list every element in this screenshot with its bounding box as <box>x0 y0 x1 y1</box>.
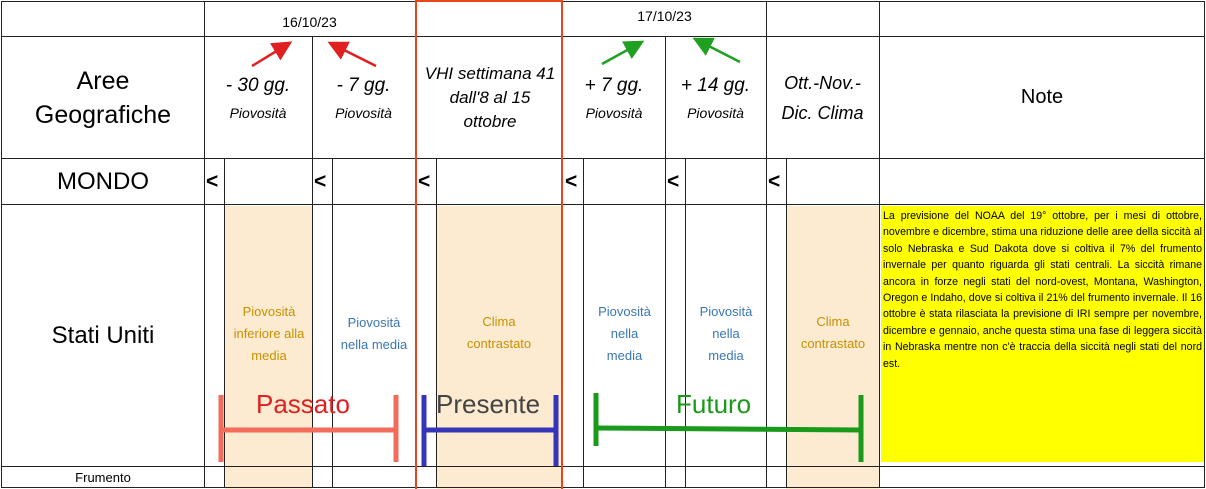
usa-cell-3: Clima contrastato <box>466 314 532 351</box>
mondo-mark-3: < <box>418 170 431 193</box>
present-column-highlight <box>415 0 563 489</box>
header-date-left: 16/10/23 <box>282 14 337 30</box>
header-date-right: 17/10/23 <box>637 8 692 24</box>
row-frumento-label: Frumento <box>75 469 131 485</box>
timeline-present-label: Presente <box>436 389 541 419</box>
mondo-mark-1: < <box>206 170 219 193</box>
arrow-red-left <box>251 41 293 68</box>
header-col1: - 30 gg. Piovosità <box>225 74 291 121</box>
header-col6-clima: Ott.-Nov.-Dic. Clima <box>781 72 864 123</box>
present-bracket <box>421 395 559 466</box>
shade-col1 <box>225 206 312 489</box>
usa-cell-5: Piovosità nella media <box>699 304 753 363</box>
arrow-red-right <box>327 41 377 68</box>
row-mondo-label: MONDO <box>57 167 149 195</box>
header-col4: + 7 gg. Piovosità <box>584 74 644 121</box>
usa-cell-2: Piovosità nella media <box>340 315 408 352</box>
mondo-mark-2: < <box>314 170 327 193</box>
arrow-green-right <box>692 37 741 64</box>
usa-note-text: La previsione del NOAA del 19° ottobre, … <box>881 206 1204 462</box>
header-aree-geografiche: Aree Geografiche <box>34 66 172 129</box>
mondo-mark-6: < <box>768 170 781 193</box>
row-usa-label: Stati Uniti <box>51 321 155 349</box>
header-col5: + 14 gg. Piovosità <box>680 74 751 121</box>
mondo-mark-5: < <box>667 170 680 193</box>
usa-cell-1: Piovosità inferiore alla media <box>233 304 305 363</box>
past-bracket <box>218 395 399 462</box>
header-col2: - 7 gg. Piovosità <box>335 74 392 121</box>
arrow-green-left <box>601 40 645 66</box>
future-bracket <box>593 393 864 462</box>
header-col3-vhi: VHI settimana 41 dall'8 al 15 ottobre <box>424 63 556 131</box>
usa-cell-6: Clima contrastato <box>800 314 866 351</box>
shade-col3 <box>437 206 561 489</box>
timeline-future-label: Futuro <box>676 389 752 419</box>
mondo-mark-4: < <box>565 170 578 193</box>
timeline-past-label: Passato <box>256 389 350 419</box>
usa-cell-4: Piovosità nella media <box>598 304 651 363</box>
header-note: Note <box>1020 86 1064 108</box>
